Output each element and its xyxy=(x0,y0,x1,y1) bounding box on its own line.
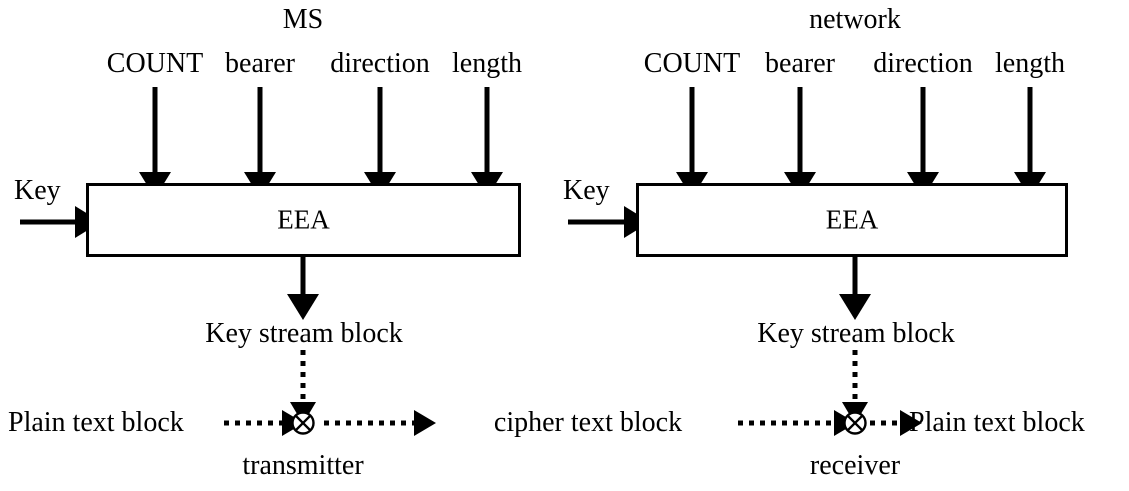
left-input-label-count: COUNT xyxy=(106,48,204,79)
left-input-arrows xyxy=(139,87,504,198)
right-input-label-length: length xyxy=(995,48,1065,79)
left-role-label: transmitter xyxy=(242,450,364,481)
left-key-label: Key xyxy=(14,175,61,206)
right-input-label-count: COUNT xyxy=(643,48,741,79)
right-eea-box: EEA xyxy=(636,183,1068,257)
right-key-label: Key xyxy=(563,175,610,206)
middle-ciphertext-label: cipher text block xyxy=(493,407,683,438)
right-eea-label: EEA xyxy=(825,204,879,235)
right-panel-title: network xyxy=(809,4,901,35)
left-eea-label: EEA xyxy=(277,204,330,235)
left-keystream-label: Key stream block xyxy=(205,318,403,349)
right-input-arrows xyxy=(676,87,1047,198)
left-xor-icon xyxy=(291,411,315,435)
right-input-label-direction: direction xyxy=(873,48,973,79)
right-keystream-label: Key stream block xyxy=(757,318,955,349)
left-input-label-direction: direction xyxy=(330,48,430,79)
left-eea-box: EEA xyxy=(86,183,521,257)
left-input-label-length: length xyxy=(452,48,522,79)
right-role-label: receiver xyxy=(809,450,901,481)
right-xor-icon xyxy=(843,411,867,435)
left-input-label-bearer: bearer xyxy=(225,48,295,79)
right-input-label-bearer: bearer xyxy=(765,48,835,79)
left-panel-title: MS xyxy=(282,4,324,35)
left-plaintext-label: Plain text block xyxy=(8,407,184,438)
right-plaintext-label: Plain text block xyxy=(909,407,1085,438)
